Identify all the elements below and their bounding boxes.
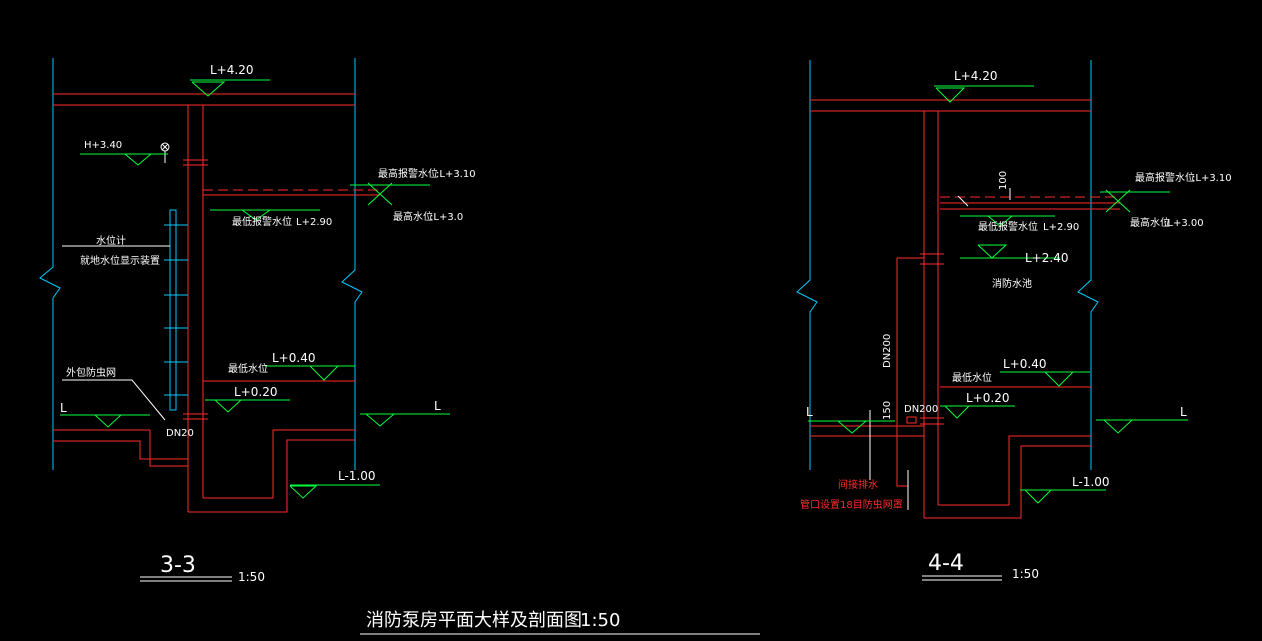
level-l040-4-4: L+0.40 [1003, 357, 1046, 371]
max-alarm-label-4-4: 最高报警水位 [1135, 171, 1195, 184]
level-bottom-4-4: L-1.00 [1072, 475, 1110, 489]
pool-label-4-4: 消防水池 [992, 277, 1032, 290]
ground-left-3-3: L [60, 401, 67, 415]
max-alarm-label-3-3: 最高报警水位 [378, 167, 438, 180]
gauge-label-3-3: 水位计 [96, 234, 126, 247]
max-level-value-4-4: :L+3.00 [1164, 218, 1204, 229]
section-label-4-4: 4-4 [928, 551, 964, 576]
section-4-4: L+4.20 最高报警水位 :L+3.10 最高水位 :L+3.00 100 最… [796, 60, 1232, 581]
level-bottom-3-3: L-1.00 [338, 469, 376, 483]
dim-150-4-4: 150 [882, 401, 893, 420]
min-alarm-label-4-4: 最低报警水位 [978, 220, 1038, 233]
ground-right-3-3: L [434, 399, 441, 413]
level-l040-3-3: L+0.40 [272, 351, 315, 365]
max-level-label-3-3: 最高水位 [393, 210, 433, 223]
dn20-label-3-3: DN20 [166, 428, 194, 439]
dim-100-4-4: 100 [998, 171, 1009, 190]
level-top-3-3: L+4.20 [210, 63, 253, 77]
drawing-title-text: 消防泵房平面大样及剖面图 [366, 610, 582, 631]
drawing-title: 消防泵房平面大样及剖面图 1:50 [360, 610, 760, 635]
gauge-display-label-3-3: 就地水位显示装置 [80, 254, 160, 267]
ground-left-4-4: L [806, 405, 813, 419]
dn200-label-4-4: DN200 [904, 404, 938, 415]
walls-4-4 [796, 60, 1099, 470]
levels-3-3 [60, 79, 450, 499]
level-l020-3-3: L+0.20 [234, 385, 277, 399]
walls-3-3 [39, 58, 363, 470]
max-alarm-value-4-4: :L+3.10 [1192, 173, 1232, 184]
leaders-3-3 [62, 142, 170, 421]
insect-screen-label-3-3: 外包防虫网 [66, 366, 116, 379]
ground-right-4-4: L [1180, 405, 1187, 419]
structure-3-3 [53, 93, 380, 513]
level-h340-3-3: H+3.40 [84, 140, 122, 151]
max-alarm-value-3-3: :L+3.10 [436, 169, 476, 180]
levels-4-4 [808, 85, 1188, 504]
drawing-title-scale: 1:50 [580, 610, 620, 631]
lowest-level-label-3-3: 最低水位 [228, 362, 268, 375]
max-level-value-3-3: :L+3.0 [430, 212, 463, 223]
section-scale-3-3: 1:50 [238, 570, 265, 584]
lowest-level-label-4-4: 最低水位 [952, 371, 992, 384]
level-top-4-4: L+4.20 [954, 69, 997, 83]
water-gauge-3-3 [164, 209, 188, 411]
drain-note-1-4-4: 间接排水 [838, 478, 878, 491]
section-scale-4-4: 1:50 [1012, 567, 1039, 581]
section-3-3: L+4.20 H+3.40 最高报警水位 :L+3.10 最高水位 :L+3.0… [39, 58, 476, 584]
section-label-3-3: 3-3 [160, 553, 196, 578]
structure-4-4 [810, 99, 1120, 519]
leaders-4-4 [869, 188, 1011, 510]
min-alarm-label-3-3: 最低报警水位 [232, 215, 292, 228]
min-alarm-value-3-3: L+2.90 [296, 217, 332, 228]
min-alarm-value-4-4: L+2.90 [1043, 222, 1079, 233]
dn200-vertical-4-4: DN200 [882, 334, 893, 368]
level-l240-4-4: L+2.40 [1025, 251, 1068, 265]
drain-note-2-4-4: 管口设置18目防虫网罩 [800, 498, 903, 511]
level-l020-4-4: L+0.20 [966, 391, 1009, 405]
max-level-label-4-4: 最高水位 [1130, 216, 1170, 229]
